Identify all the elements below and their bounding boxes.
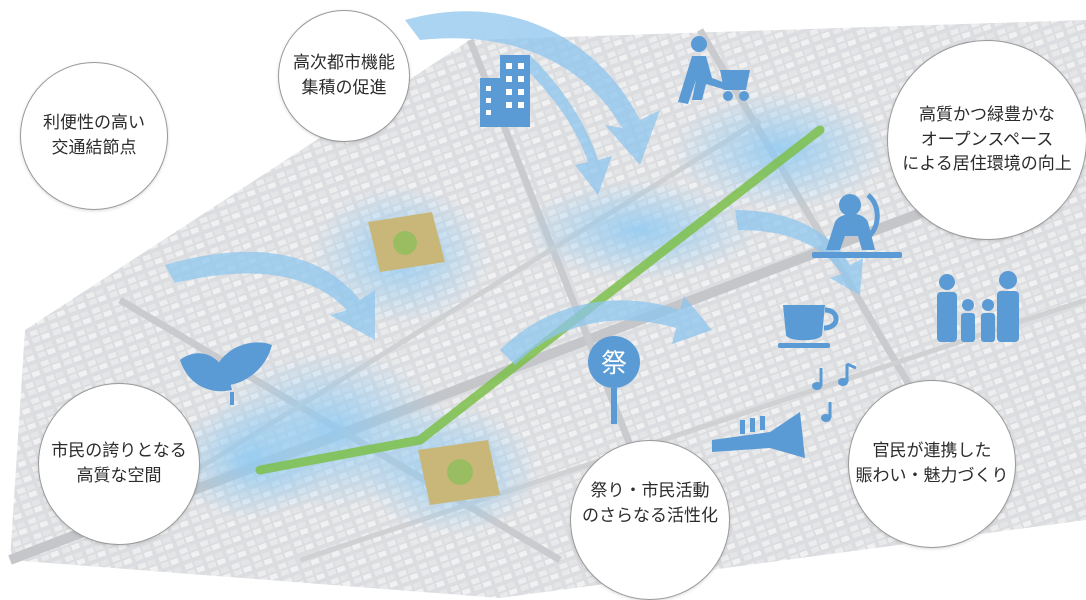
bubble-line: 官民が連携した bbox=[872, 441, 992, 462]
bubble-line: 高質な空間 bbox=[76, 466, 162, 486]
bubble-line: 賑わい・魅力づくり bbox=[855, 466, 1009, 486]
bubble-civic-pride: 市民の誇りとなる 高質な空間 bbox=[38, 383, 200, 545]
park-plaza-north bbox=[368, 212, 445, 272]
music-notes-icon bbox=[812, 362, 857, 422]
family-icon bbox=[937, 271, 1019, 342]
building-icon bbox=[480, 55, 530, 127]
bubble-public-private: 官民が連携した 賑わい・魅力づくり bbox=[848, 380, 1016, 548]
bubble-festival: 祭り・市民活動 のさらなる活性化 bbox=[570, 440, 730, 600]
bubble-line: 高次都市機能 bbox=[293, 53, 395, 74]
bubble-open-space: 高質かつ緑豊かな オープンスペース による居住環境の向上 bbox=[887, 40, 1086, 240]
bubble-urban-function: 高次都市機能 集積の促進 bbox=[278, 10, 410, 142]
bubble-line: 集積の促進 bbox=[301, 78, 387, 98]
green-boulevard bbox=[255, 125, 825, 475]
flow-arrows bbox=[165, 11, 863, 365]
trumpet-icon bbox=[712, 412, 805, 458]
yoga-icon bbox=[812, 193, 902, 258]
bubble-line: のさらなる活性化 bbox=[582, 505, 718, 526]
bubble-line: 利便性の高い bbox=[43, 113, 145, 134]
stroller-icon bbox=[678, 36, 750, 104]
bubble-transport-hub: 利便性の高い 交通結節点 bbox=[20, 62, 168, 210]
bubble-line: オープンスペース bbox=[920, 129, 1054, 150]
festival-fan-icon: 祭 bbox=[588, 336, 640, 424]
bubble-line: 市民の誇りとなる bbox=[51, 441, 187, 462]
bubble-line: 祭り・市民活動 bbox=[590, 481, 710, 501]
bubble-line: による居住環境の向上 bbox=[902, 154, 1072, 175]
coffee-cup-icon bbox=[778, 305, 839, 348]
leaf-icon bbox=[180, 342, 272, 405]
bubble-line: 交通結節点 bbox=[51, 138, 137, 158]
bubble-line: 高質かつ緑豊かな bbox=[919, 105, 1055, 126]
park-plaza-south bbox=[418, 440, 500, 505]
svg-text:祭: 祭 bbox=[601, 349, 627, 379]
